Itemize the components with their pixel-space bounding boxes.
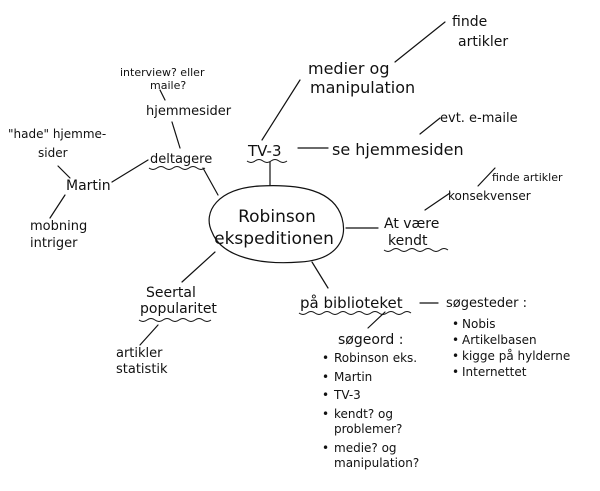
tv3-finde-line2: artikler [458, 34, 508, 50]
konsekvenser-label: konsekvenser [448, 189, 531, 203]
soegeord-item: • Martin [322, 370, 372, 384]
soegeord-item-label: TV-3 [333, 388, 361, 402]
deltagere-label: deltagere [150, 152, 212, 167]
hade-line1: "hade" hjemme- [8, 127, 106, 141]
soegeord-item-label: medie? og [334, 441, 397, 455]
hade-line2: sider [38, 146, 68, 160]
interview-line2: maile? [150, 79, 186, 92]
soegesteder-item-label: Internettet [462, 365, 527, 379]
tv3-branch: TV-3 medier og manipulation finde artikl… [246, 14, 518, 163]
soegesteder-item: • Nobis [452, 317, 496, 331]
center-title-line2: ekspeditionen [214, 229, 334, 249]
center-node: Robinson ekspeditionen [208, 185, 344, 264]
connector-kendt-konsekvenser [424, 192, 451, 211]
connector-center-deltagere [202, 167, 219, 196]
kendt-line1: At være [384, 216, 439, 232]
seertal-branch: Seertal popularitet artikler statistik [116, 285, 217, 377]
soegeord-item: • TV-3 [322, 388, 361, 402]
connector-center-seertal [181, 251, 216, 283]
soegesteder-item: • kigge på hylderne [452, 349, 570, 363]
kendt-branch: At være kendt konsekvenser finde artikle… [383, 171, 563, 252]
bibliotek-underline [298, 311, 412, 315]
connector-center-bibliotek [311, 261, 329, 289]
soegeord-bullet: • [322, 407, 329, 421]
martin-label: Martin [66, 178, 111, 194]
soegeord-item-label: Martin [334, 370, 372, 384]
center-title-line1: Robinson [238, 207, 316, 227]
medier-line1: medier og [308, 59, 389, 78]
tv3-underline [246, 159, 288, 163]
soegeord-bullet: • [322, 351, 329, 365]
soegeord-item-label-line2: problemer? [334, 422, 402, 436]
kendt-finde-artikler: finde artikler [492, 171, 563, 184]
tv3-finde-line1: finde [452, 14, 487, 30]
soegeord-bullet: • [322, 370, 329, 384]
tv3-label: TV-3 [247, 142, 282, 160]
soegesteder-item-label: Nobis [462, 317, 496, 331]
seertal-artikler: artikler [116, 346, 163, 361]
soegeord-item-label-line2: manipulation? [334, 456, 419, 470]
connector-medier-finde [394, 21, 446, 63]
soegeord-bullet: • [322, 441, 329, 455]
center-bubble [208, 185, 344, 264]
soegesteder-item-label: Artikelbasen [462, 333, 537, 347]
soegesteder-title: søgesteder : [446, 296, 527, 311]
soegesteder-item: • Artikelbasen [452, 333, 537, 347]
connector-martin-mobning [49, 194, 66, 219]
soegeord-title: søgeord : [338, 332, 404, 348]
soegeord-item: • Robinson eks. [322, 351, 417, 365]
bibliotek-branch: på biblioteket søgesteder : • Nobis • Ar… [298, 294, 570, 470]
bibliotek-label: på biblioteket [300, 294, 403, 312]
soegeord-item: • medie? og manipulation? [322, 441, 419, 470]
soegeord-item-label: kendt? og [334, 407, 393, 421]
soegeord-bullet: • [322, 388, 329, 402]
connector-deltagere-hjemmesider [171, 121, 181, 149]
soegesteder-bullet: • [452, 333, 459, 347]
connector-seertal-artikler [139, 324, 159, 346]
mobning-line2: intriger [30, 236, 78, 251]
se-hjemmesiden-label: se hjemmesiden [332, 140, 464, 159]
evt-emaile-label: evt. e-maile [440, 111, 518, 126]
soegesteder-item-label: kigge på hylderne [462, 349, 570, 363]
kendt-underline [383, 248, 449, 252]
interview-line1: interview? eller [120, 66, 205, 79]
kendt-line2: kendt [388, 233, 428, 249]
hjemmesider-label: hjemmesider [146, 104, 232, 119]
soegesteder-group: søgesteder : • Nobis • Artikelbasen • ki… [446, 296, 570, 379]
mobning-line1: mobning [30, 219, 87, 234]
connector-hjemmesider-interview [159, 89, 166, 101]
deltagere-underline [148, 166, 206, 170]
soegeord-group: søgeord : • Robinson eks. • Martin • TV-… [322, 332, 419, 470]
connector-konsekvenser-finde [477, 167, 496, 187]
seertal-underline [138, 318, 212, 322]
soegesteder-bullet: • [452, 365, 459, 379]
soegesteder-bullet: • [452, 317, 459, 331]
soegesteder-item: • Internettet [452, 365, 527, 379]
connector-martin-hade [57, 165, 71, 179]
connectors [49, 21, 496, 346]
soegesteder-bullet: • [452, 349, 459, 363]
connector-sehjemmesiden-evt [419, 117, 441, 135]
soegeord-item: • kendt? og problemer? [322, 407, 402, 436]
connector-tv3-medier [261, 79, 301, 141]
deltagere-branch: deltagere hjemmesider interview? eller m… [8, 66, 232, 251]
soegeord-item-label: Robinson eks. [334, 351, 417, 365]
medier-line2: manipulation [310, 78, 415, 97]
connector-deltagere-martin [111, 159, 149, 183]
seertal-line2: popularitet [140, 301, 217, 317]
seertal-statistik: statistik [116, 362, 168, 377]
seertal-line1: Seertal [146, 285, 196, 301]
